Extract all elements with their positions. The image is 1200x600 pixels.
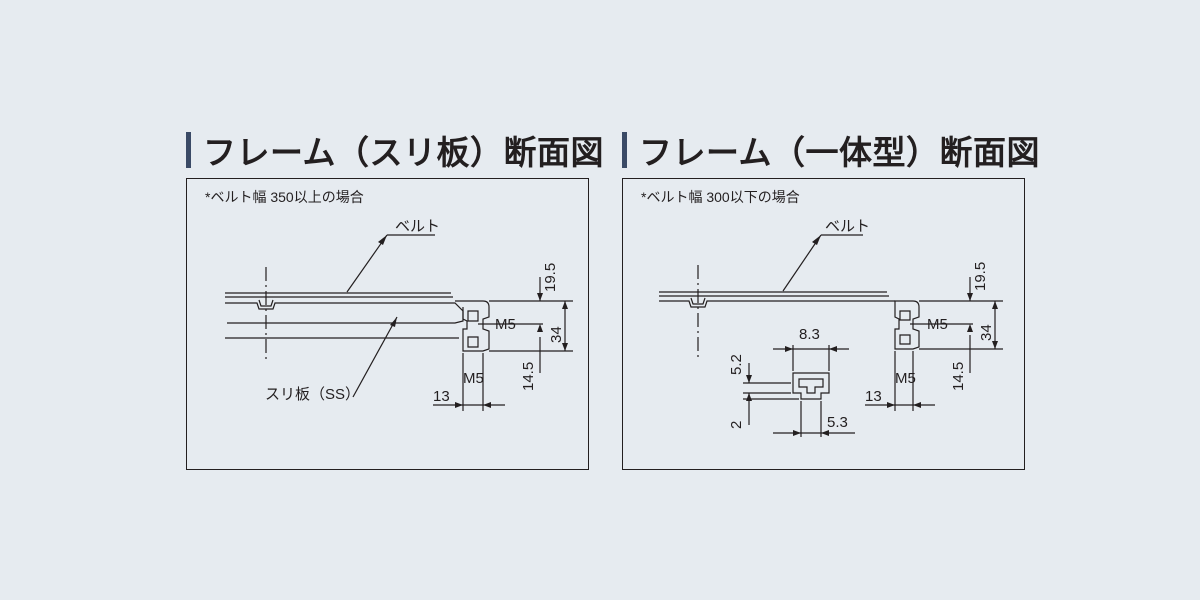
left-title-text: フレーム（スリ板）断面図 (203, 133, 605, 172)
left-dim-screw-upper: M5 (495, 316, 516, 333)
right-belt-label: ベルト (825, 218, 870, 235)
right-dim-bottom: 14.5 (950, 362, 967, 391)
slot-detail-inner (798, 378, 824, 394)
lower-slot (899, 334, 911, 345)
plate-leader (352, 316, 398, 398)
lower-slot (467, 336, 479, 348)
right-title-text: フレーム（一体型）断面図 (639, 133, 1041, 172)
slot-detail (792, 372, 830, 400)
upper-slot (467, 310, 479, 322)
title-accent-bar (622, 132, 627, 168)
frame-top (659, 300, 895, 308)
right-dim-screw-lower: M5 (895, 370, 916, 387)
belt-guide (258, 299, 274, 307)
right-dim-offset: 13 (865, 388, 882, 405)
right-dim-screw-upper: M5 (927, 316, 948, 333)
slot-dim-lip: 2 (728, 421, 745, 429)
slot-dim-depth: 5.2 (728, 354, 745, 375)
left-dim-bottom: 14.5 (520, 362, 537, 391)
belt-leader (346, 234, 388, 293)
upper-slot (899, 310, 911, 321)
slot-dim-width: 8.3 (799, 326, 820, 343)
right-section-title: フレーム（一体型）断面図 (622, 128, 1040, 172)
right-diagram-panel: *ベルト幅 300以下の場合 ベルト 19.5 34 14.5 M5 M5 13… (622, 178, 1025, 470)
left-dim-top: 19.5 (542, 263, 559, 292)
right-dim-total: 34 (978, 324, 995, 341)
left-dim-total: 34 (548, 326, 565, 343)
left-section-title: フレーム（スリ板）断面図 (186, 128, 604, 172)
left-belt-label: ベルト (395, 218, 440, 235)
left-dim-offset: 13 (433, 388, 450, 405)
belt-guide (690, 297, 706, 305)
left-plate-label: スリ板（SS） (265, 385, 360, 403)
left-note: *ベルト幅 350以上の場合 (205, 189, 364, 205)
slot-dim-opening: 5.3 (827, 414, 848, 431)
right-note: *ベルト幅 300以下の場合 (641, 189, 800, 205)
left-diagram-panel: *ベルト幅 350以上の場合 ベルト スリ板（SS） 19.5 34 14.5 … (186, 178, 589, 470)
frame-profile (894, 300, 920, 350)
right-cross-section-drawing: *ベルト幅 300以下の場合 ベルト 19.5 34 14.5 M5 M5 13… (641, 189, 1003, 437)
title-accent-bar (186, 132, 191, 168)
right-dim-top: 19.5 (972, 262, 989, 291)
slide-plate-outline (225, 302, 464, 324)
left-dim-screw-lower: M5 (463, 370, 484, 387)
frame-profile (455, 300, 490, 352)
left-cross-section-drawing: *ベルト幅 350以上の場合 ベルト スリ板（SS） 19.5 34 14.5 … (205, 189, 573, 411)
belt-leader (782, 234, 822, 292)
